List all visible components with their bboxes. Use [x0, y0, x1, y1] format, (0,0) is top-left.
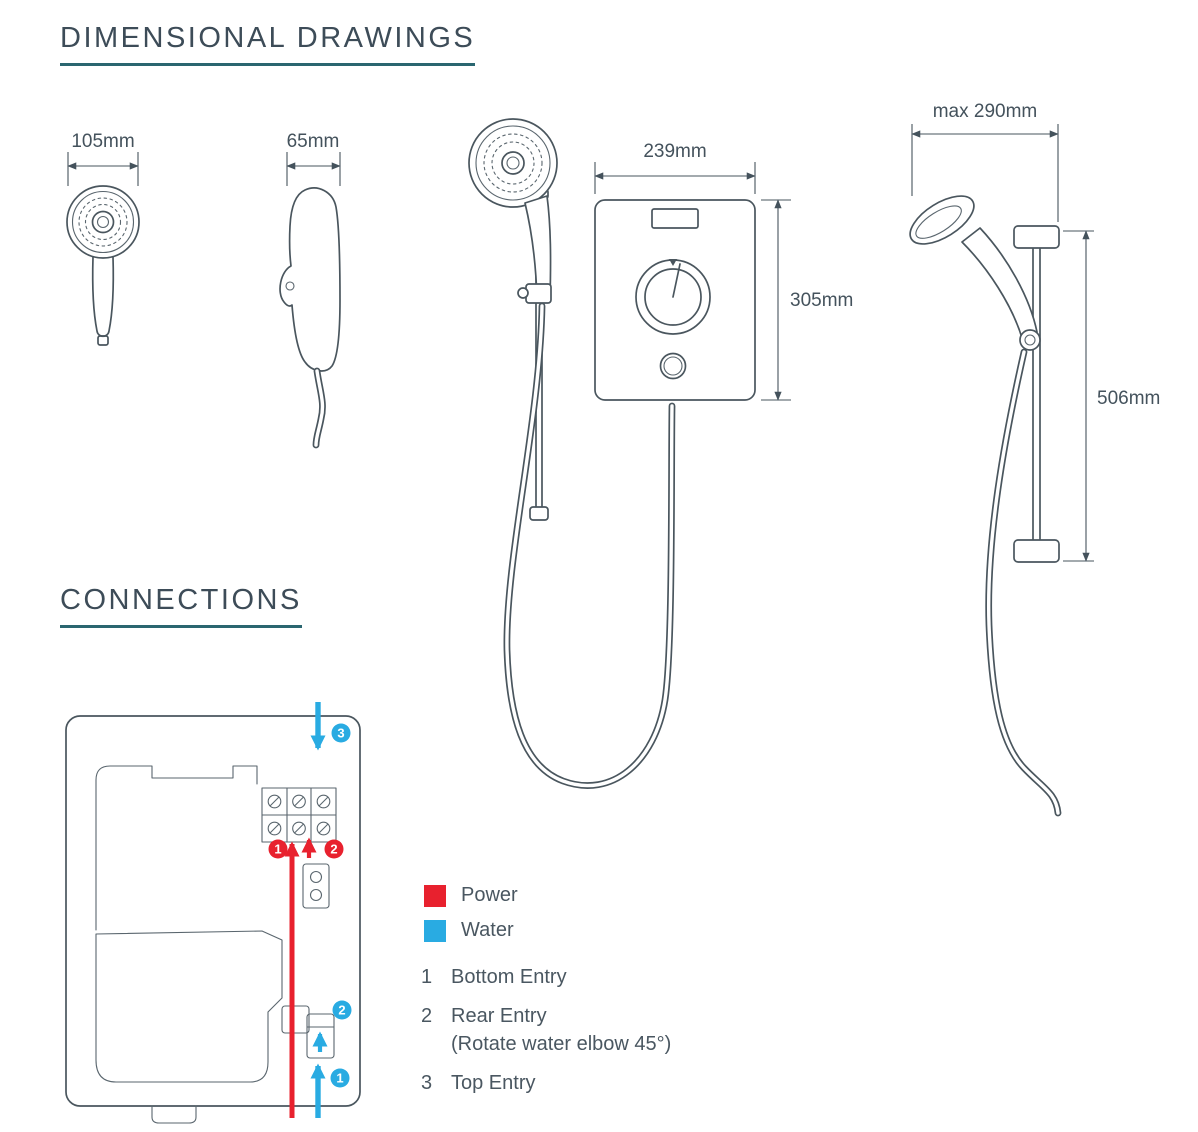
- unit-body: [594, 199, 756, 401]
- water-color-swatch: [424, 919, 446, 942]
- note-text-main: Rear Entry: [451, 1005, 547, 1027]
- connections-drawing: 3 1 2 2 1: [65, 702, 361, 1124]
- dimension-label-handset-depth: 65mm: [287, 131, 340, 152]
- note-text: Top Entry: [451, 1072, 536, 1094]
- note-number: 1: [421, 966, 433, 988]
- dimension-label-unit-width: 239mm: [643, 141, 706, 162]
- svg-text:2: 2: [330, 842, 337, 857]
- handset-front-drawing: 105mm: [66, 131, 140, 346]
- svg-text:1: 1: [336, 1071, 343, 1086]
- rail-kit-drawing: max 290mm 506mm: [909, 101, 1160, 817]
- rail-bottom-bracket: [1013, 539, 1060, 563]
- svg-text:3: 3: [337, 726, 344, 741]
- dimension-label-rail-height: 506mm: [1097, 388, 1160, 409]
- shower-head: [468, 118, 558, 301]
- cable-clamp: [302, 863, 330, 909]
- note-rear-entry: 2 Rear Entry (Rotate water elbow 45°): [421, 1005, 671, 1056]
- note-number: 3: [421, 1072, 433, 1094]
- dimension-label-unit-height: 305mm: [790, 290, 853, 311]
- backplate-inner-contour: [95, 765, 258, 931]
- dim-handset-width: 105mm: [67, 131, 139, 186]
- dimension-label-rail-max-width: max 290mm: [933, 101, 1038, 122]
- power-color-swatch: [424, 884, 446, 907]
- dial-notch: [669, 259, 677, 266]
- dim-unit-height: 305mm: [761, 199, 853, 401]
- shower-unit-drawing: 239mm 305mm: [468, 118, 853, 789]
- legend-item-water: Water: [424, 919, 518, 942]
- rail-kit-hose: [985, 348, 1062, 817]
- note-top-entry: 3 Top Entry: [421, 1072, 671, 1095]
- connections-title: CONNECTIONS: [60, 584, 302, 628]
- marker-power-rear-entry: 2: [324, 839, 344, 859]
- marker-water-bottom-entry: 1: [330, 1068, 350, 1088]
- rail-kit-shower-head: [909, 195, 1041, 351]
- marker-power-bottom-entry: 1: [268, 839, 288, 859]
- backplate-outline: [65, 715, 361, 1107]
- marker-water-rear-entry: 2: [332, 1000, 352, 1020]
- note-text: Rear Entry (Rotate water elbow 45°): [451, 1005, 671, 1056]
- svg-text:2: 2: [338, 1003, 345, 1018]
- svg-text:1: 1: [274, 842, 281, 857]
- dim-unit-width: 239mm: [594, 141, 756, 194]
- note-text-sub: (Rotate water elbow 45°): [451, 1033, 672, 1055]
- legend-item-power: Power: [424, 884, 518, 907]
- rail-slider-knob: [1019, 329, 1041, 351]
- marker-water-top-entry: 3: [331, 723, 351, 743]
- shower-handset-side: [279, 187, 341, 449]
- unit-dial: [635, 259, 711, 335]
- note-bottom-entry: 1 Bottom Entry: [421, 966, 671, 989]
- rail-top-bracket: [1013, 225, 1060, 249]
- legend-label-water: Water: [461, 919, 514, 941]
- dim-handset-depth: 65mm: [286, 131, 341, 186]
- handset-side-drawing: 65mm: [279, 131, 341, 449]
- rail-slider-bracket: [517, 283, 552, 304]
- shower-handset-front: [66, 185, 140, 346]
- dim-rail-height: 506mm: [1063, 230, 1160, 562]
- dim-rail-max-width: max 290mm: [911, 101, 1059, 222]
- terminal-block: [261, 787, 337, 843]
- shower-hose: [503, 302, 676, 789]
- note-text: Bottom Entry: [451, 966, 567, 988]
- entry-notes: 1 Bottom Entry 2 Rear Entry (Rotate wate…: [421, 966, 671, 1111]
- note-number: 2: [421, 1005, 433, 1027]
- legend: Power Water: [424, 884, 518, 954]
- water-elbow: [281, 1005, 335, 1059]
- unit-start-button: [659, 352, 687, 380]
- dimension-label-handset-width: 105mm: [71, 131, 134, 152]
- rail-kit-rail: [1013, 225, 1060, 563]
- backplate-tub-contour: [95, 930, 283, 1083]
- dimensional-drawings-title: DIMENSIONAL DRAWINGS: [60, 22, 476, 66]
- backplate-bottom-tab: [151, 1105, 197, 1124]
- legend-label-power: Power: [461, 884, 518, 906]
- unit-display: [651, 208, 699, 229]
